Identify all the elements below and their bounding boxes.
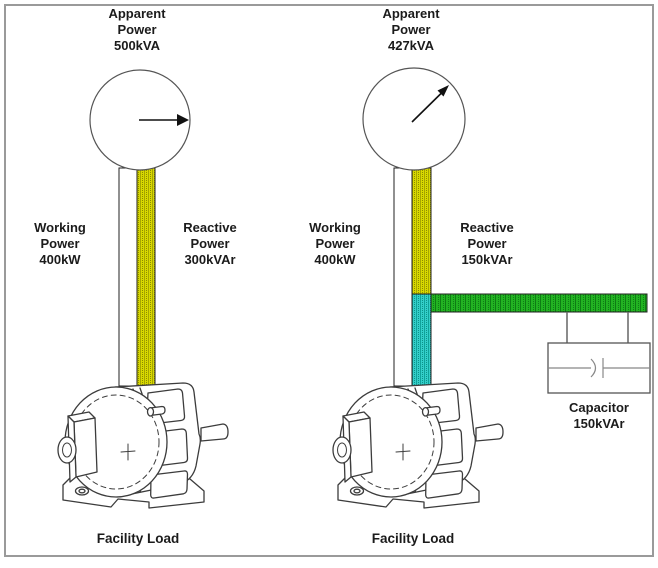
capacitor-feed-bar <box>430 293 648 313</box>
reactive-power-pipe-left <box>136 167 156 387</box>
facility-load-label-left: Facility Load <box>96 531 180 546</box>
working-power-pipe-left <box>118 167 138 387</box>
apparent-power-meter-right <box>362 67 466 171</box>
label-title: Apparent Power <box>108 6 166 37</box>
label-title: Reactive Power <box>460 220 514 251</box>
label-title: Reactive Power <box>183 220 237 251</box>
electric-motor-illustration-right <box>332 382 504 509</box>
label-title: Capacitor <box>569 400 629 415</box>
label-title: Apparent Power <box>382 6 440 37</box>
capacitor-label: Capacitor 150kVAr <box>549 400 649 432</box>
working-power-label-left: Working Power 400kW <box>10 220 110 268</box>
capacitor-symbol <box>548 358 650 378</box>
facility-load-label-right: Facility Load <box>371 531 455 546</box>
label-value: 300kVAr <box>184 252 236 267</box>
working-power-pipe-right <box>393 167 413 387</box>
label-value: 150kVAr <box>461 252 513 267</box>
label-title: Working Power <box>34 220 86 251</box>
label-title: Working Power <box>309 220 361 251</box>
left-system <box>57 69 229 509</box>
capacitor-branch <box>547 312 651 394</box>
working-power-label-right: Working Power 400kW <box>285 220 385 268</box>
reactive-power-label-right: Reactive Power 150kVAr <box>437 220 537 268</box>
apparent-power-meter-left <box>89 69 191 171</box>
apparent-power-label-left: Apparent Power 500kVA <box>87 6 187 54</box>
gauge-needle-arrowhead-right <box>437 85 449 97</box>
gauge-needle-arrowhead-left <box>177 114 189 126</box>
gauge-needle-right <box>411 92 442 123</box>
compensated-reactive-pipe-right <box>411 293 432 387</box>
label-value: 150kVAr <box>573 416 625 431</box>
label-value: 400kW <box>39 252 81 267</box>
electric-motor-illustration-left <box>57 382 229 509</box>
label-value: 427kVA <box>387 38 434 53</box>
reactive-power-label-left: Reactive Power 300kVAr <box>160 220 260 268</box>
reactive-power-pipe-right-upper <box>411 167 432 295</box>
label-value: 500kVA <box>113 38 160 53</box>
label-value: 400kW <box>314 252 356 267</box>
apparent-power-label-right: Apparent Power 427kVA <box>361 6 461 54</box>
right-system <box>332 67 651 509</box>
